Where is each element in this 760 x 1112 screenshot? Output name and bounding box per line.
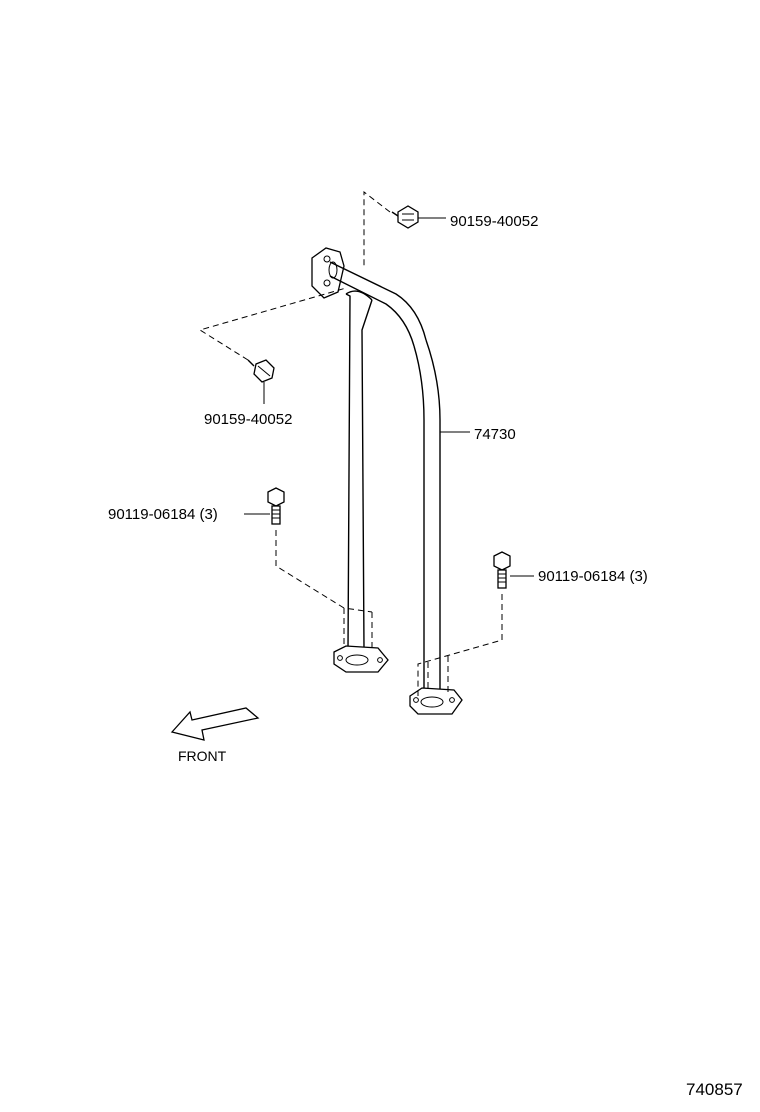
label-bolt-lower-right: 90119-06184 (3) bbox=[538, 568, 648, 585]
dash-bolt-lower-right bbox=[417, 594, 503, 696]
label-bolt-lower-left: 90119-06184 (3) bbox=[108, 506, 218, 523]
label-bar: 74730 bbox=[474, 426, 516, 443]
front-arrow-icon bbox=[170, 707, 260, 741]
bolt-lower-right-icon bbox=[493, 551, 511, 589]
bolt-left-icon bbox=[247, 359, 275, 383]
dash-bolt-left bbox=[198, 287, 347, 361]
dash-bolt-top bbox=[363, 190, 391, 266]
dash-bolt-lower-left bbox=[275, 530, 373, 650]
label-bolt-top: 90159-40052 bbox=[450, 213, 538, 230]
bolt-lower-left-icon bbox=[267, 487, 285, 525]
tower-bar bbox=[311, 247, 463, 715]
label-bolt-left: 90159-40052 bbox=[204, 411, 292, 428]
diagram-id: 740857 bbox=[686, 1080, 743, 1099]
label-front: FRONT bbox=[178, 748, 227, 764]
bolt-top-icon bbox=[391, 205, 419, 229]
